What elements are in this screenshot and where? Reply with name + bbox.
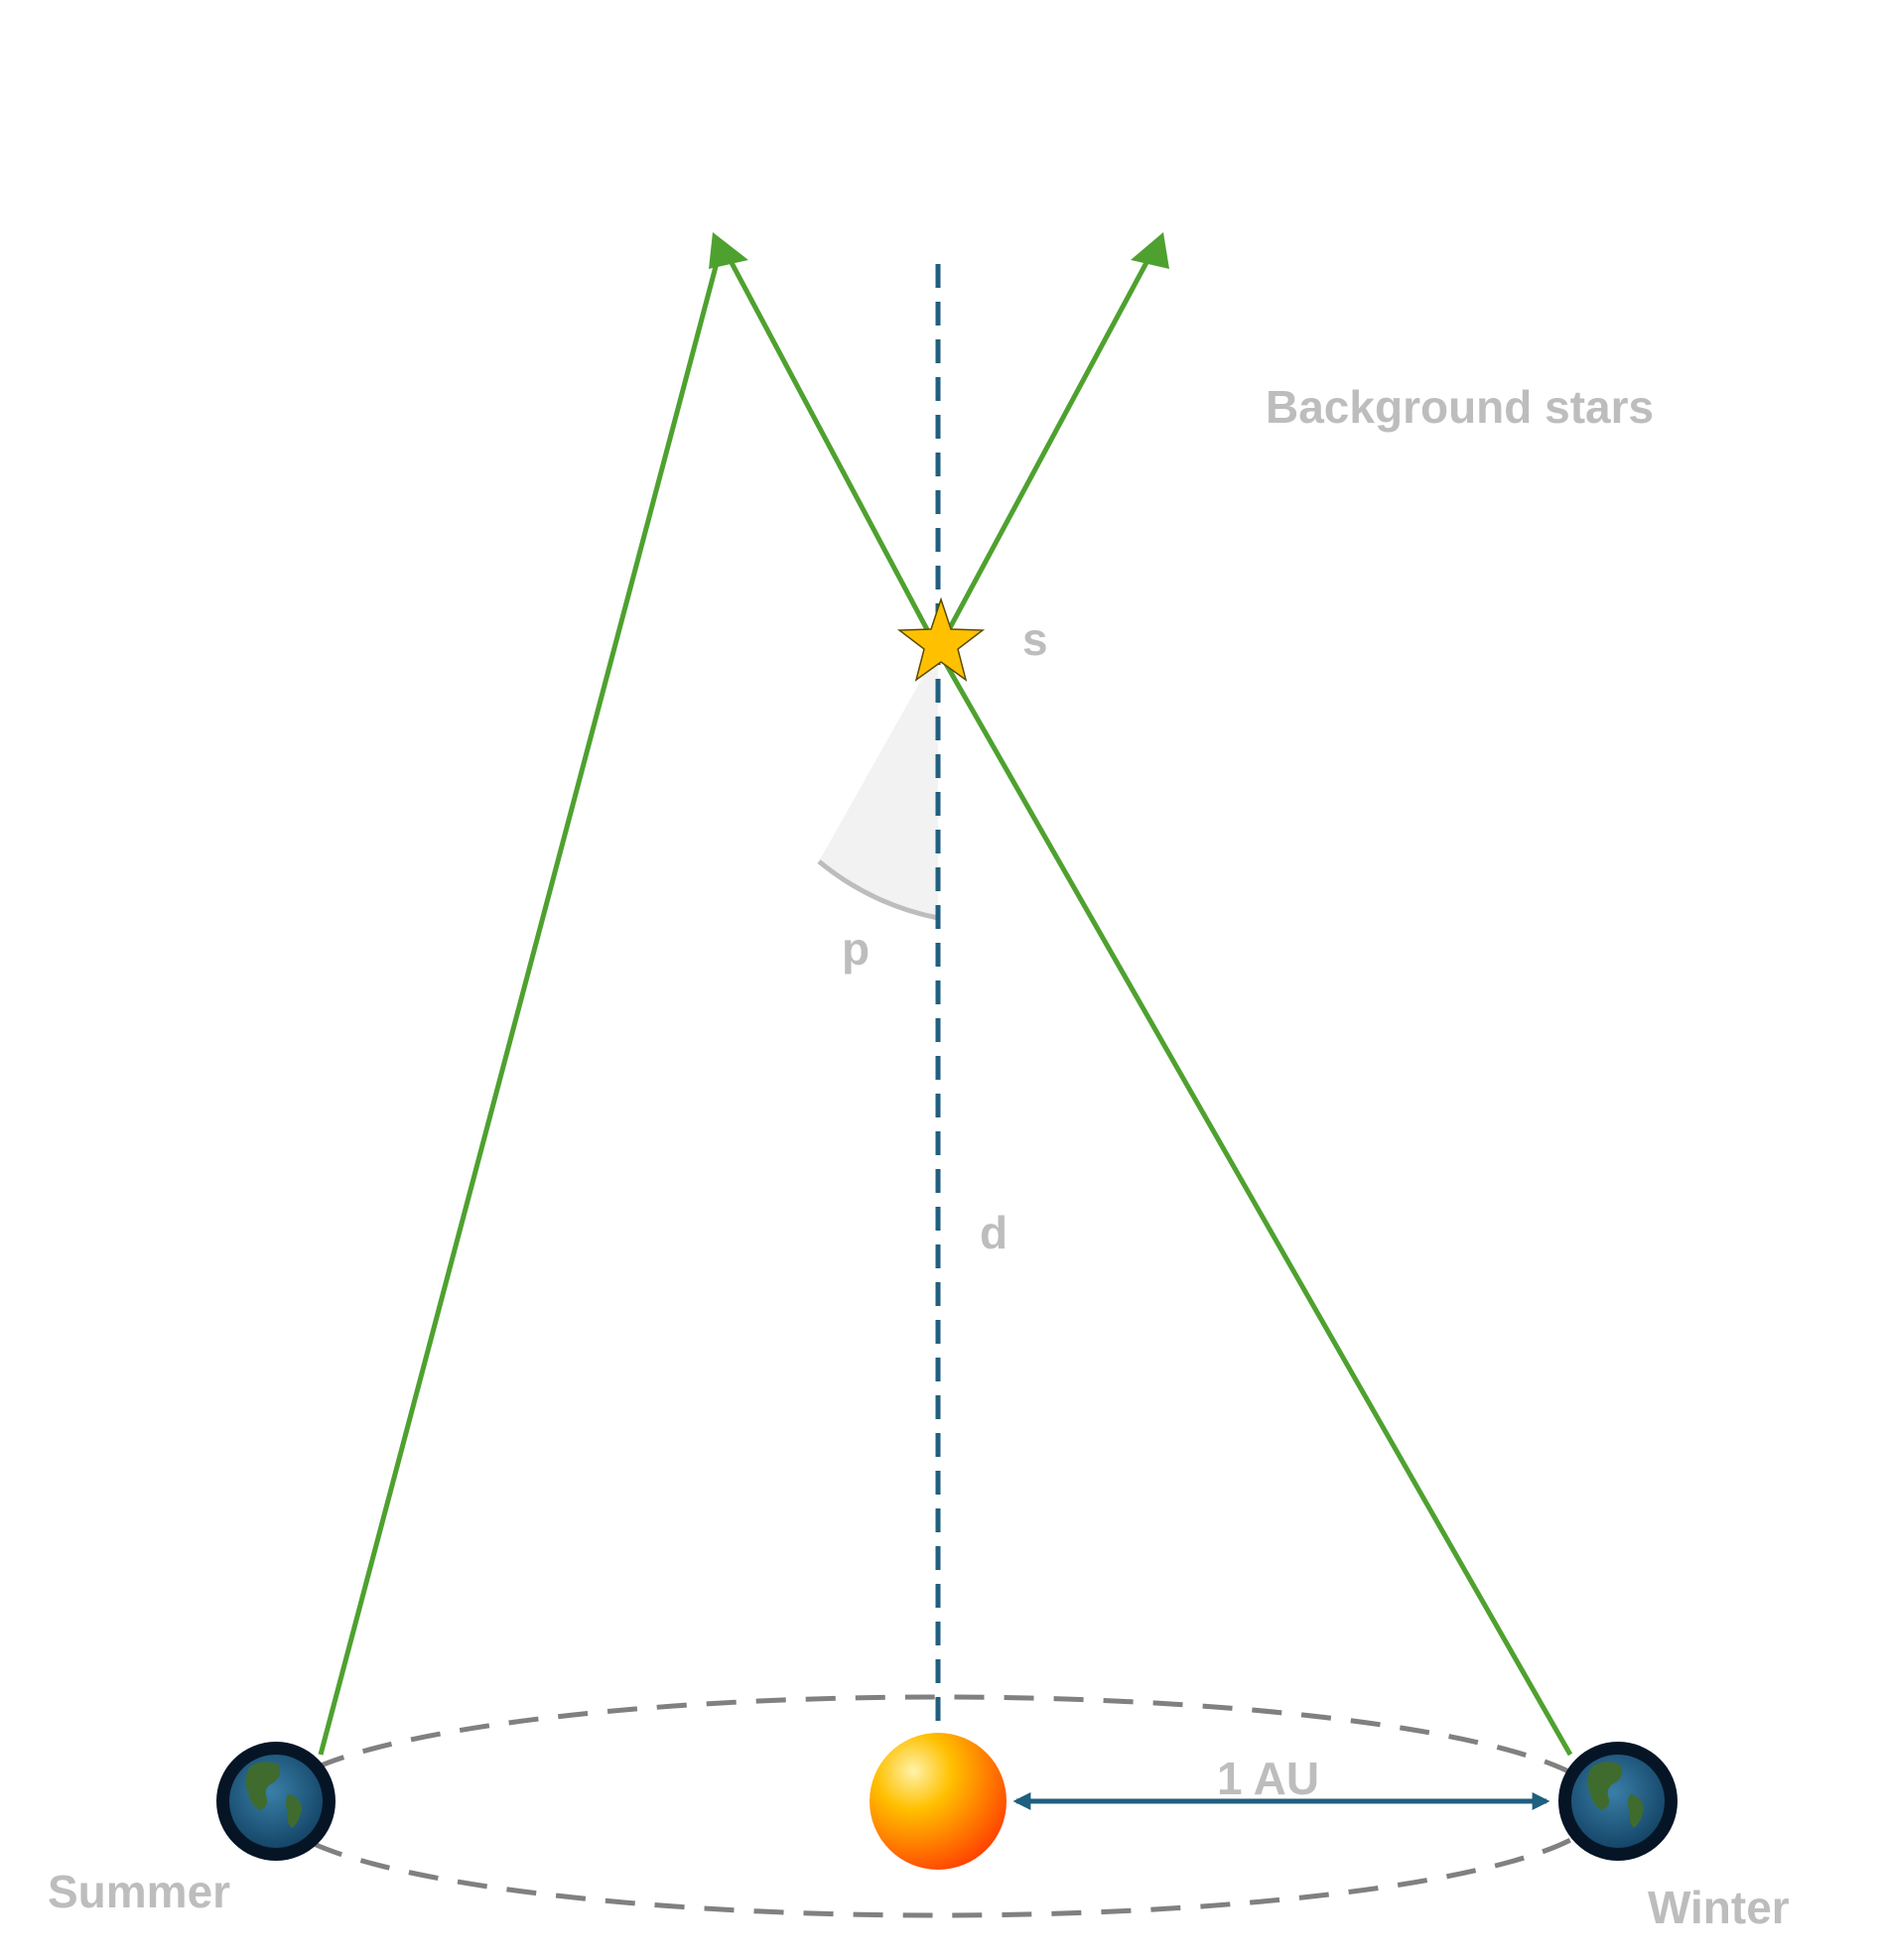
sight-line-winter-extension xyxy=(935,242,1159,652)
star-label: s xyxy=(1022,613,1048,665)
sight-line-winter xyxy=(935,648,1573,1757)
parallax-angle-arc xyxy=(817,859,939,921)
earth-summer-icon xyxy=(216,1742,336,1861)
parallax-angle-wedge xyxy=(819,650,938,918)
sight-line-summer xyxy=(318,243,725,1756)
star-icon xyxy=(896,596,986,682)
au-label: 1 AU xyxy=(1217,1753,1319,1804)
parallax-angle-label: p xyxy=(842,923,870,975)
earth-winter-icon xyxy=(1558,1742,1678,1861)
background-stars-label: Background stars xyxy=(1266,381,1654,433)
winter-label: Winter xyxy=(1648,1882,1790,1933)
sun-icon xyxy=(870,1733,1007,1870)
arrowhead-right xyxy=(1131,232,1169,269)
sight-line-summer-extension xyxy=(719,242,941,652)
summer-label: Summer xyxy=(48,1866,230,1917)
distance-label: d xyxy=(980,1207,1008,1258)
arrowhead-left xyxy=(709,232,748,269)
